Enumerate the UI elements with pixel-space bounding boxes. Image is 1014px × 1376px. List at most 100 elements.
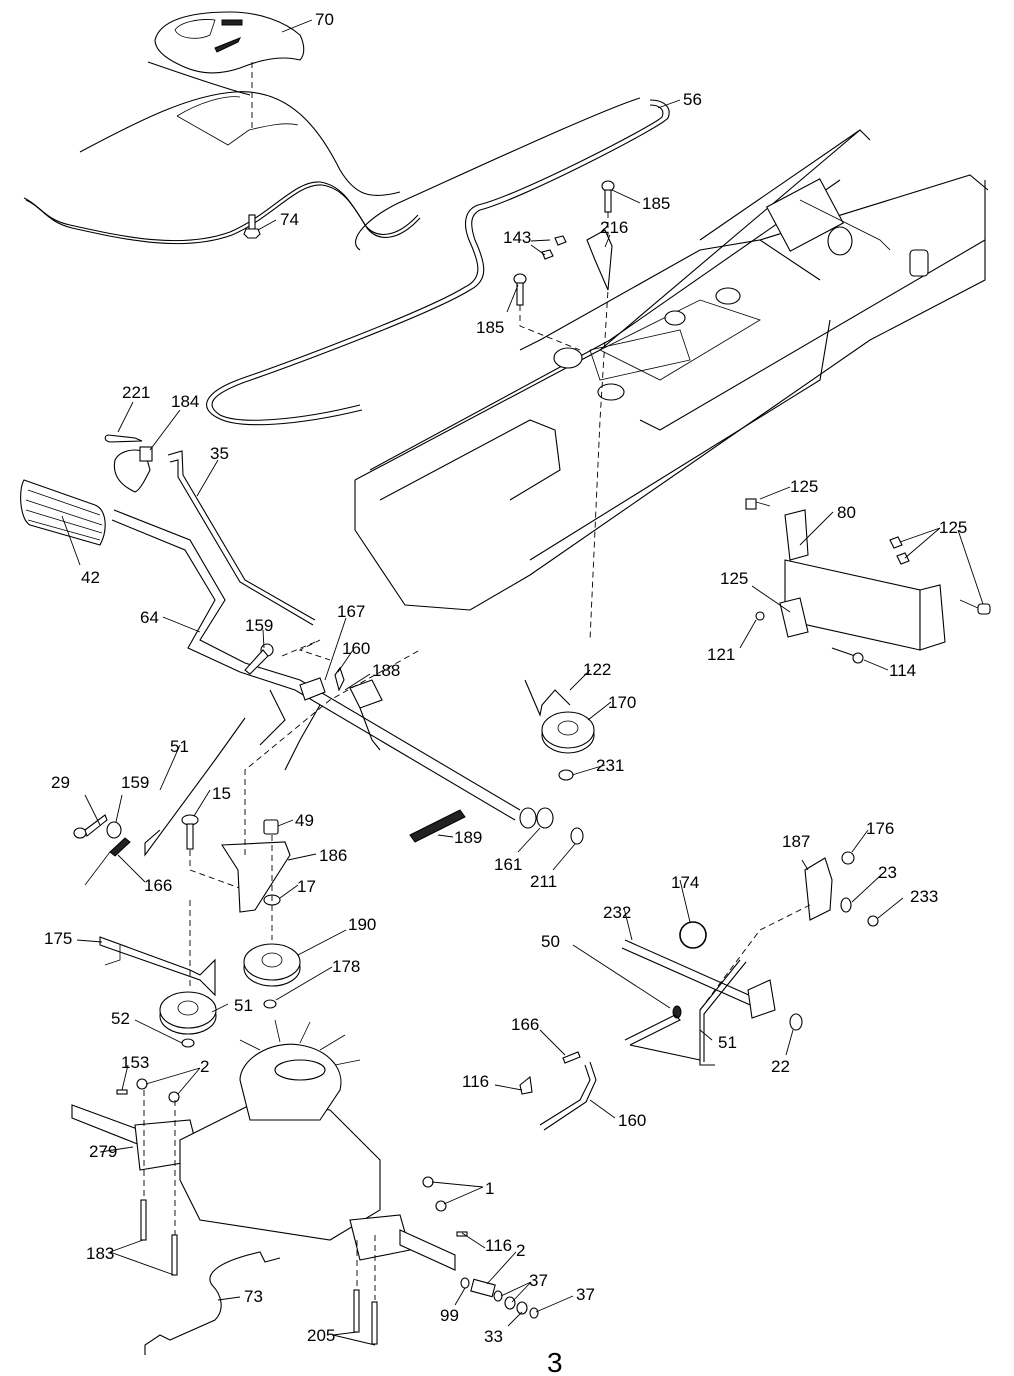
link-167 [299, 677, 326, 701]
washer-233 [840, 897, 852, 913]
bolt-232 [867, 915, 879, 927]
callout-185-upper: 185 [642, 194, 670, 213]
bolt-125-right [959, 599, 991, 615]
callout-2-lower: 116 [485, 1236, 512, 1255]
callout-56: 56 [683, 90, 702, 109]
brake-arm-188 [349, 679, 383, 751]
bushing-211 [536, 807, 554, 829]
console-cover [154, 11, 305, 74]
rod-99 [144, 1251, 281, 1355]
nut-174 [841, 851, 855, 865]
idler-pulley-231 [541, 711, 595, 754]
leader-lines [61, 19, 984, 1346]
belt-guide-190 [99, 936, 216, 997]
callout-121: 125 [720, 569, 748, 588]
callout-114: 121 [707, 645, 735, 664]
spring-178 [624, 1005, 682, 1046]
clip-160-upper [334, 666, 345, 692]
pedal-shaft-64 [111, 509, 537, 829]
callout-232: 233 [910, 887, 938, 906]
callout-178: 50 [541, 932, 560, 951]
callout-116-lower: 1 [485, 1179, 494, 1198]
callout-183: 2 [516, 1241, 525, 1260]
washer-15 [106, 821, 122, 839]
callout-50: 190 [348, 915, 376, 934]
bolts-125-middle [889, 536, 910, 565]
bolt-49 [181, 814, 199, 850]
callout-37-right: 37 [529, 1271, 548, 1290]
callout-233: 23 [878, 863, 897, 882]
callout-174: 176 [866, 819, 894, 838]
callout-184: 184 [171, 392, 199, 411]
callout-160-upper: 160 [342, 639, 370, 658]
callout-22: 51 [718, 1033, 737, 1052]
bolt-125-upper [745, 498, 771, 510]
bolt-122 [831, 647, 864, 664]
callout-167: 167 [337, 602, 365, 621]
pulley-52 [159, 991, 217, 1035]
brake-lever [259, 689, 286, 746]
callout-166-lower: 22 [771, 1057, 790, 1076]
callout-15: 159 [121, 773, 149, 792]
bypass-rod-22 [629, 959, 747, 1066]
rod-279 [539, 1061, 597, 1131]
callout-205: 33 [484, 1327, 503, 1346]
callout-187: 17 [297, 877, 316, 896]
clip-160-lower [519, 1075, 533, 1095]
callout-64: 64 [140, 608, 159, 627]
callout-170: 122 [583, 660, 611, 679]
callout-166-upper: 211 [530, 872, 557, 891]
pedal-grip-42 [20, 479, 106, 546]
screw-74 [243, 214, 261, 239]
screws-143 [541, 235, 567, 260]
pivot-bracket [747, 979, 776, 1019]
transaxle-1 [71, 1019, 456, 1271]
callout-29: 51 [170, 737, 189, 756]
callout-122: 114 [889, 661, 916, 680]
callout-125-upper: 125 [790, 477, 818, 496]
callout-33: 37 [576, 1285, 595, 1304]
callout-190: 175 [44, 929, 72, 948]
knob-184 [113, 446, 153, 493]
carriage-bolt-185-upper [601, 180, 615, 213]
callout-153: 166 [511, 1015, 539, 1034]
callout-211: 161 [494, 855, 522, 874]
callout-73-left: 183 [86, 1244, 114, 1263]
callout-125-middle: 125 [939, 518, 967, 537]
callout-186: 49 [295, 811, 314, 830]
bolts-73 [140, 1199, 378, 1345]
callout-70: 70 [315, 10, 334, 29]
nut-51-upper [558, 769, 574, 781]
callout-188: 188 [372, 661, 400, 680]
washer-166-upper [570, 827, 584, 845]
callout-279: 160 [618, 1111, 646, 1130]
callout-216: 216 [600, 218, 628, 237]
fender-body [23, 61, 421, 245]
idler-arm-189 [221, 841, 291, 913]
callout-185-lower: 185 [476, 318, 504, 337]
callout-231: 170 [608, 693, 636, 712]
callout-49: 15 [212, 784, 231, 803]
drive-belt [206, 97, 670, 426]
callout-35: 35 [210, 444, 229, 463]
callout-37-left: 99 [440, 1306, 459, 1325]
nut-51-mid [263, 999, 277, 1009]
callout-1: 279 [89, 1142, 117, 1161]
washer-166-lower [789, 1013, 803, 1031]
callout-51-mid: 178 [332, 957, 360, 976]
nuts-116 [136, 1078, 447, 1212]
nut-114 [755, 611, 765, 621]
callout-160-lower: 116 [462, 1072, 489, 1091]
callout-176: 187 [782, 832, 810, 851]
callout-23: 174 [671, 873, 699, 892]
tractor-frame [354, 129, 989, 611]
spacer-186 [263, 819, 279, 835]
callout-17: 166 [144, 876, 172, 895]
axle-hardware [460, 1277, 539, 1319]
bracket-176 [804, 857, 833, 921]
rod-29 [144, 717, 246, 857]
callout-99: 73 [244, 1287, 263, 1306]
callout-51-upper: 231 [596, 756, 624, 775]
spring-17 [84, 837, 131, 886]
page-number: 3 [547, 1347, 563, 1376]
